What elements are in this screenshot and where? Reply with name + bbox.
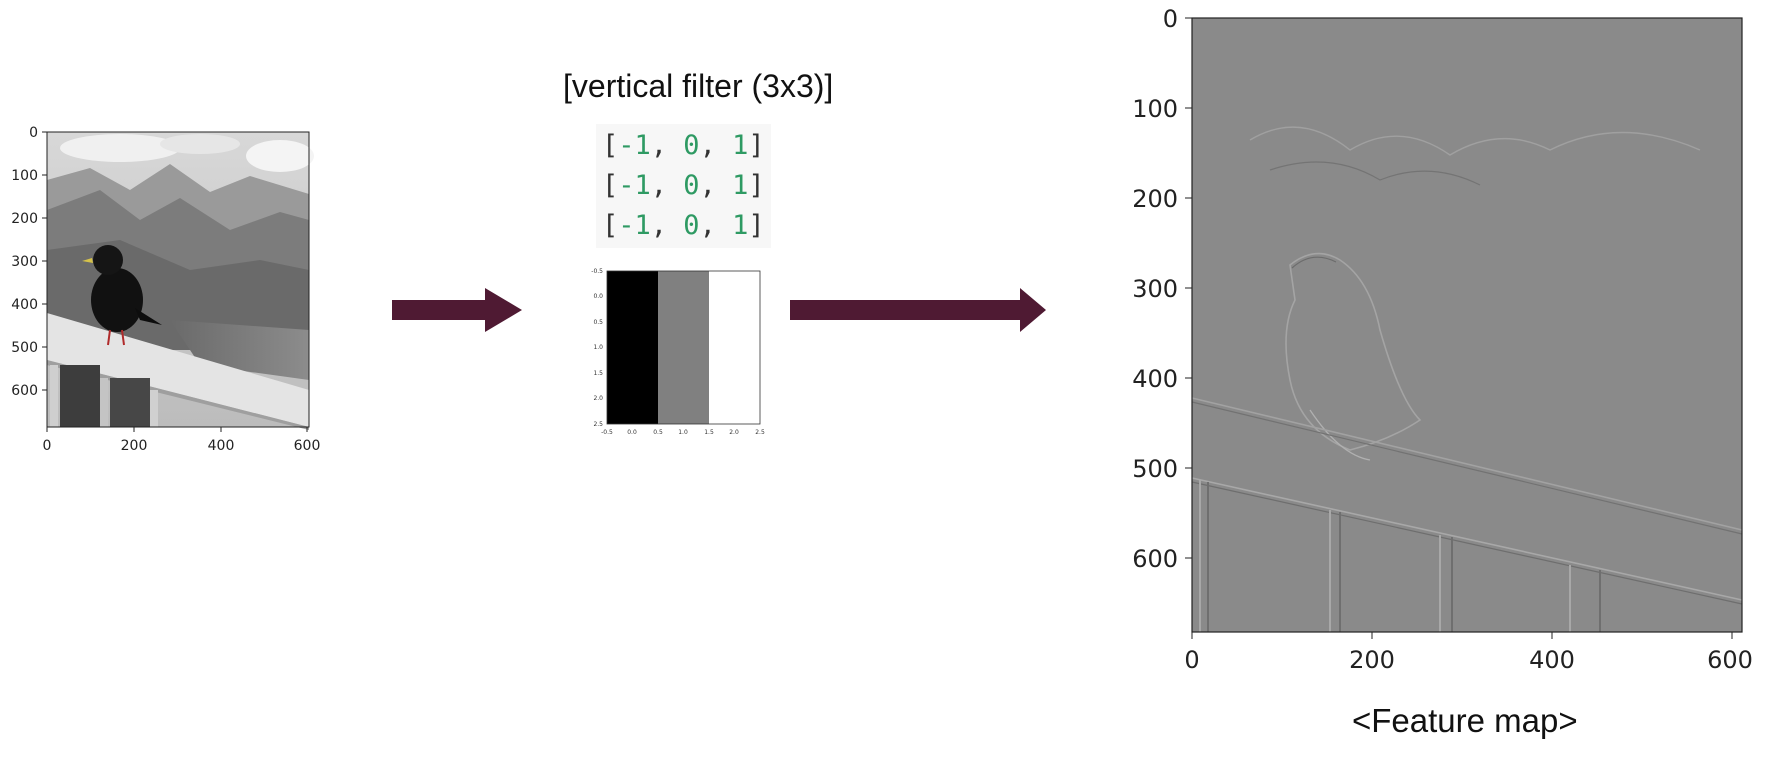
- filter-title: [vertical filter (3x3)]: [563, 68, 834, 104]
- filter-value: -1: [618, 170, 651, 201]
- feature-map-x-tick-label: 200: [1349, 646, 1395, 674]
- filter-column-dark: [607, 271, 658, 424]
- filter-y-tick-label: -0.5: [591, 268, 603, 275]
- feature-map-y-tick-label: 100: [1132, 95, 1178, 123]
- feature-map-y-tick-label: 300: [1132, 275, 1178, 303]
- input-y-tick-label: 100: [11, 168, 38, 184]
- feature-map-y-tick-label: 0: [1163, 5, 1178, 33]
- feature-map-frame: [1191, 17, 1743, 633]
- feature-map-caption: <Feature map>: [1352, 702, 1578, 739]
- feature-map-x-tick-label: 0: [1184, 646, 1199, 674]
- filter-column-mid: [658, 271, 709, 424]
- filter-value: -1: [618, 210, 651, 241]
- filter-y-tick-label: 0.0: [593, 293, 603, 300]
- input-y-tick-label: 600: [11, 383, 38, 399]
- input-x-tick-label: 600: [294, 438, 321, 454]
- filter-plot-y-axis: -0.5 0.0 0.5 1.0 1.5 2.0 2.5: [591, 268, 603, 428]
- input-y-tick-label: 300: [11, 254, 38, 270]
- feature-map-y-tick-label: 500: [1132, 455, 1178, 483]
- feature-map-image: [1191, 18, 1743, 632]
- filter-value: 0: [683, 170, 700, 201]
- feature-map-y-tick-label: 200: [1132, 185, 1178, 213]
- filter-x-tick-label: 0.5: [653, 429, 663, 436]
- filter-y-tick-label: 1.5: [593, 370, 603, 377]
- filter-value: 0: [683, 210, 700, 241]
- arrow-right-icon: [392, 288, 522, 332]
- feature-map-y-tick-label: 400: [1132, 365, 1178, 393]
- filter-column-light: [709, 271, 760, 424]
- filter-y-tick-label: 0.5: [593, 319, 603, 326]
- feature-map-plot: 0 100 200 300 400 500 600 0 200 400 600: [1132, 5, 1753, 674]
- filter-y-tick-label: 2.5: [593, 421, 603, 428]
- input-y-tick-label: 0: [29, 125, 38, 141]
- feature-map-x-axis: 0 200 400 600: [1184, 632, 1753, 674]
- filter-value: 1: [732, 210, 749, 241]
- input-y-tick-label: 500: [11, 340, 38, 356]
- feature-map-x-tick-label: 400: [1529, 646, 1575, 674]
- input-x-tick-label: 400: [208, 438, 235, 454]
- input-y-axis: 0 100 200 300 400 500 600: [11, 125, 47, 399]
- filter-plot-x-axis: -0.5 0.0 0.5 1.0 1.5 2.0 2.5: [601, 429, 765, 436]
- filter-x-tick-label: 2.0: [729, 429, 739, 436]
- filter-x-tick-label: 1.0: [678, 429, 688, 436]
- feature-map-y-axis: 0 100 200 300 400 500 600: [1132, 5, 1192, 573]
- filter-value: -1: [618, 130, 651, 161]
- filter-plot: -0.5 0.0 0.5 1.0 1.5 2.0 2.5 -0.5 0.0 0.…: [591, 268, 765, 436]
- filter-row: [-1, 0, 1]: [602, 210, 765, 241]
- filter-y-tick-label: 2.0: [593, 395, 603, 402]
- filter-x-tick-label: 0.0: [627, 429, 637, 436]
- feature-map-x-tick-label: 600: [1707, 646, 1753, 674]
- filter-x-tick-label: -0.5: [601, 429, 613, 436]
- filter-x-tick-label: 1.5: [704, 429, 714, 436]
- input-photo: [47, 132, 314, 430]
- arrow-right-icon: [790, 288, 1046, 332]
- filter-x-tick-label: 2.5: [755, 429, 765, 436]
- filter-value: 1: [732, 130, 749, 161]
- filter-plot-frame: [606, 270, 761, 425]
- input-y-tick-label: 400: [11, 297, 38, 313]
- input-plot-frame: [46, 131, 310, 428]
- input-x-axis: 0 200 400 600: [43, 427, 321, 454]
- filter-row: [-1, 0, 1]: [602, 170, 765, 201]
- filter-value: 1: [732, 170, 749, 201]
- input-x-tick-label: 0: [43, 438, 52, 454]
- input-y-tick-label: 200: [11, 211, 38, 227]
- input-x-tick-label: 200: [121, 438, 148, 454]
- filter-matrix: [-1, 0, 1] [-1, 0, 1] [-1, 0, 1]: [596, 124, 771, 248]
- filter-y-tick-label: 1.0: [593, 344, 603, 351]
- input-image-canvas: 0 100 200 300 400 500 600 0 200 400 600: [11, 125, 321, 454]
- filter-row: [-1, 0, 1]: [602, 130, 765, 161]
- feature-map-y-tick-label: 600: [1132, 545, 1178, 573]
- filter-value: 0: [683, 130, 700, 161]
